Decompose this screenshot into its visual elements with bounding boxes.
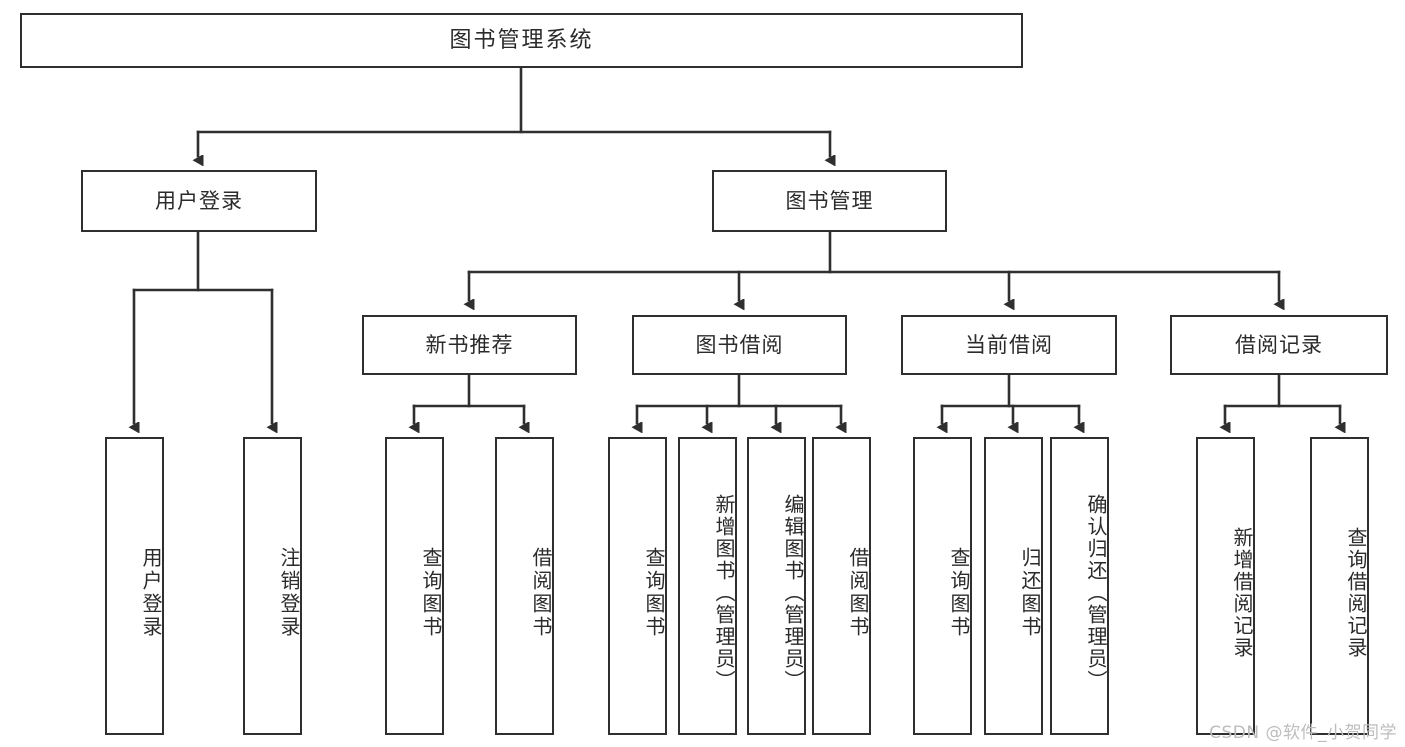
leaf-add-book-admin[interactable]: 新增图书（管理员）	[678, 437, 737, 735]
leaf-query-book-new[interactable]: 查询图书	[385, 437, 444, 735]
node-root-book-management-system[interactable]: 图书管理系统	[20, 13, 1023, 68]
leaf-edit-book-admin[interactable]: 编辑图书（管理员）	[747, 437, 806, 735]
leaf-logout[interactable]: 注销登录	[243, 437, 302, 735]
csdn-watermark: CSDN @软件_小贺同学	[1209, 723, 1397, 743]
node-book-management[interactable]: 图书管理	[712, 170, 947, 232]
leaf-borrow-book-new[interactable]: 借阅图书	[495, 437, 554, 735]
leaf-user-login[interactable]: 用户登录	[105, 437, 164, 735]
node-book-borrow[interactable]: 图书借阅	[632, 315, 847, 375]
node-user-login[interactable]: 用户登录	[81, 170, 317, 232]
node-current-borrow[interactable]: 当前借阅	[901, 315, 1117, 375]
leaf-confirm-return-admin[interactable]: 确认归还（管理员）	[1050, 437, 1109, 735]
leaf-query-book[interactable]: 查询图书	[608, 437, 667, 735]
leaf-return-book[interactable]: 归还图书	[984, 437, 1043, 735]
leaf-query-borrow-record[interactable]: 查询借阅记录	[1310, 437, 1369, 735]
node-new-book-recommendation[interactable]: 新书推荐	[362, 315, 577, 375]
node-borrow-record[interactable]: 借阅记录	[1170, 315, 1388, 375]
leaf-add-borrow-record[interactable]: 新增借阅记录	[1196, 437, 1255, 735]
leaf-borrow-book[interactable]: 借阅图书	[812, 437, 871, 735]
leaf-query-book-current[interactable]: 查询图书	[913, 437, 972, 735]
